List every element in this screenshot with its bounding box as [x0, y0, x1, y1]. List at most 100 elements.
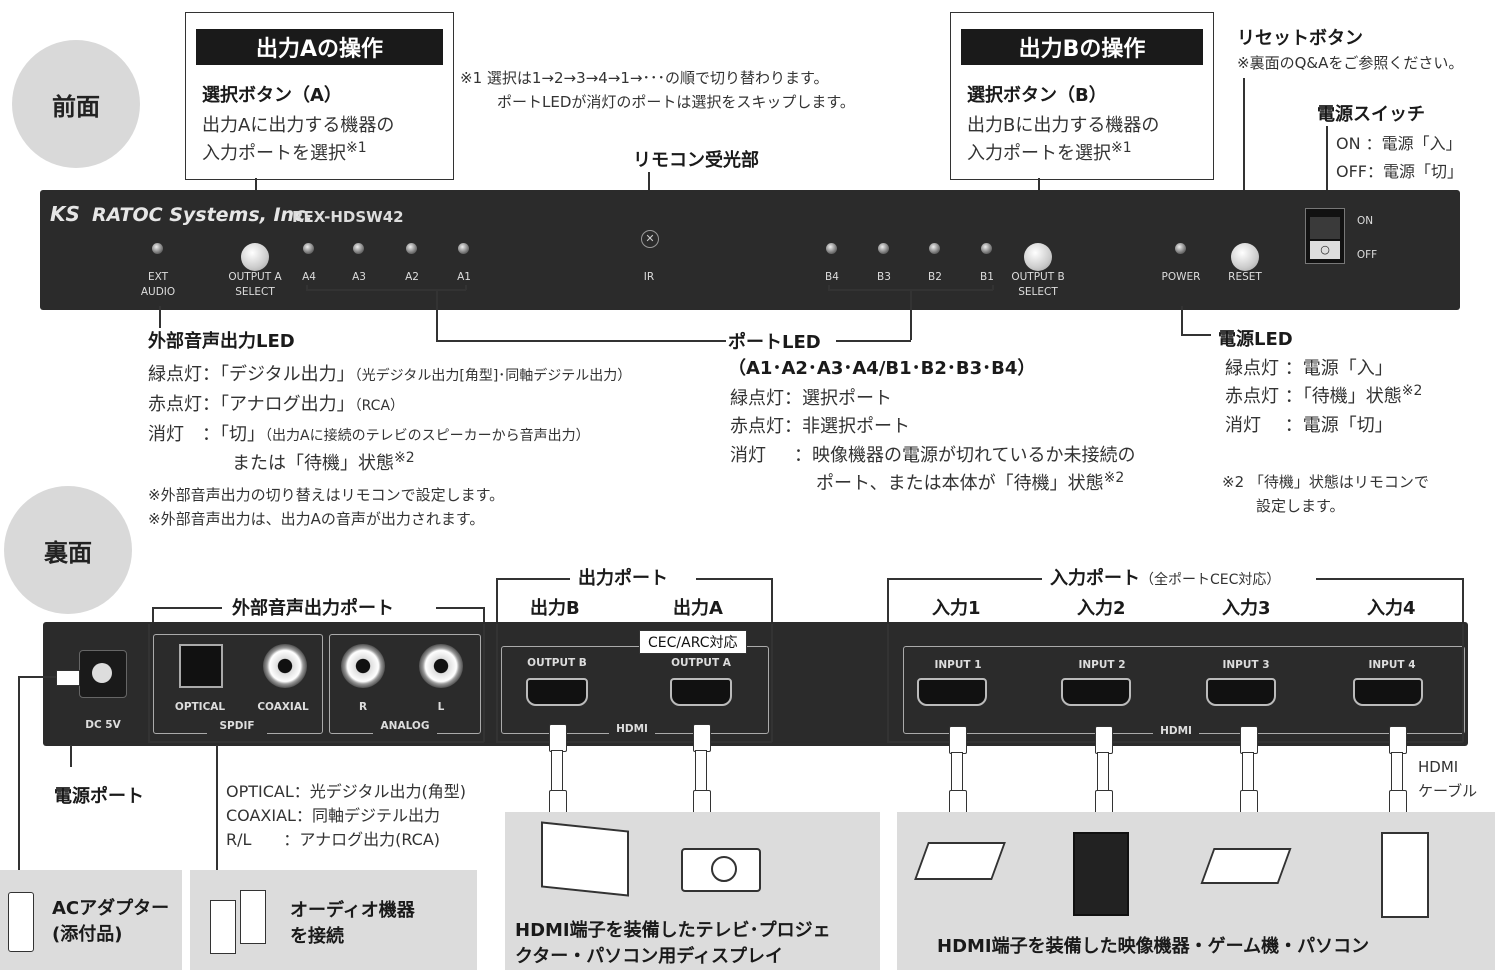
optical-label: OPTICAL	[174, 701, 226, 713]
back-section-label: 裏面	[4, 486, 132, 614]
output-a-port-label: OUTPUT A	[671, 657, 731, 669]
audio-device-sub: を接続	[290, 926, 344, 947]
output-a-callout: 出力Aの操作 選択ボタン（A） 出力Aに出力する機器の 入力ポートを選択※1	[185, 12, 454, 180]
out-port-b-label: 出力B	[530, 598, 580, 619]
optical-port[interactable]	[179, 644, 223, 688]
cec-arc-badge: CEC/ARC対応	[639, 630, 747, 654]
input-4-port-label: INPUT 4	[1368, 659, 1416, 671]
label-b1: B1	[980, 271, 994, 283]
input-1-hdmi-port[interactable]	[917, 678, 987, 706]
port-led-b3	[878, 243, 889, 254]
select-button-a-label: 選択ボタン（A）	[202, 85, 342, 106]
in-port-4-label: 入力4	[1367, 598, 1416, 619]
select-button-a[interactable]	[241, 243, 269, 271]
front-section-label: 前面	[12, 40, 140, 168]
rca-r-port[interactable]	[341, 644, 385, 688]
select-button-b[interactable]	[1024, 243, 1052, 271]
label-a4: A4	[302, 271, 316, 283]
label-a3: A3	[352, 271, 366, 283]
model-name: REX-HDSW42	[292, 208, 404, 226]
output-b-hdmi-port[interactable]	[526, 678, 588, 706]
input-hdmi-label: HDMI	[1153, 724, 1199, 739]
note-1-line-2: ポートLEDが消灯のポートは選択をスキップします。	[497, 93, 855, 111]
input-4-hdmi-port[interactable]	[1353, 678, 1423, 706]
output-a-hdmi-port[interactable]	[670, 678, 732, 706]
rca-l-port[interactable]	[419, 644, 463, 688]
reset-label: RESET	[1228, 271, 1262, 283]
port-led-a4	[303, 243, 314, 254]
note-2-line-2: 設定します。	[1256, 497, 1345, 515]
ext-led-off: 消灯：「切」（出力Aに接続のテレビのスピーカーから音声出力）	[148, 424, 590, 445]
port-led-a1	[458, 243, 469, 254]
dc-jack[interactable]	[79, 650, 127, 698]
dc-label: DC 5V	[85, 719, 121, 731]
output-b-desc-1: 出力Bに出力する機器の	[967, 115, 1160, 136]
ac-adapter-sub: (添付品)	[52, 924, 123, 945]
audio-legend-2: COAXIAL：同軸デジテル出力	[226, 806, 440, 825]
power-switch-title: 電源スイッチ	[1317, 104, 1425, 125]
cable-plug-in-2	[1095, 726, 1113, 754]
power-led	[1175, 243, 1186, 254]
port-led-off-2: ポート、または本体が「待機」状態※2	[816, 470, 1125, 494]
output-a-desc-2: 入力ポートを選択※1	[202, 140, 367, 164]
port-led-a2	[406, 243, 417, 254]
remote-sensor-label: リモコン受光部	[633, 150, 759, 171]
power-led-red: 赤点灯 ：「待機」状態※2	[1225, 383, 1423, 407]
ext-note-a: ※外部音声出力の切り替えはリモコンで設定します。	[148, 486, 505, 504]
player-icon-2	[1200, 848, 1292, 884]
power-switch[interactable]: ○	[1305, 208, 1345, 264]
ext-led-title: 外部音声出力LED	[148, 331, 295, 352]
output-b-desc-2: 入力ポートを選択※1	[967, 140, 1132, 164]
input-2-hdmi-port[interactable]	[1061, 678, 1131, 706]
label-a1: A1	[457, 271, 471, 283]
pc-tower-icon	[1381, 832, 1429, 918]
reset-button[interactable]	[1231, 243, 1259, 271]
ac-adapter-box: ACアダプター (添付品)	[0, 870, 182, 970]
in-port-3-label: 入力3	[1222, 598, 1271, 619]
hdmi-cable-label-1: HDMI	[1418, 758, 1459, 776]
select-button-b-label: 選択ボタン（B）	[967, 85, 1107, 106]
dc-plug	[56, 670, 80, 686]
note-1-line-1: ※1 選択は1→2→3→4→1→･･･の順で切り替わります。	[460, 69, 829, 87]
ir-sensor-icon: ✕	[641, 230, 659, 248]
power-led-green: 緑点灯 ：電源「入」	[1225, 358, 1393, 379]
reset-button-note: ※裏面のQ&Aをご参照ください。	[1237, 54, 1464, 72]
input-3-hdmi-port[interactable]	[1206, 678, 1276, 706]
audio-legend-3: R/L ：アナログ出力(RCA)	[226, 830, 441, 849]
r-label: R	[358, 701, 368, 713]
back-panel: DC 5V OPTICAL COAXIAL SPDIF R L ANALOG C…	[43, 622, 1468, 746]
projector-icon	[681, 848, 761, 892]
cable-plug-out-b	[549, 724, 567, 752]
power-led-off: 消灯 ：電源「切」	[1225, 415, 1393, 436]
spdif-label: SPDIF	[207, 719, 267, 734]
ac-adapter-label: ACアダプター	[52, 898, 170, 919]
power-label: POWER	[1161, 271, 1201, 283]
ext-note-b: ※外部音声出力は、出力Aの音声が出力されます。	[148, 510, 485, 528]
switch-on-label: ON	[1356, 215, 1374, 227]
ext-led-green: 緑点灯：「デジタル出力」（光デジタル出力[角型]･同軸デジテル出力）	[148, 364, 632, 385]
display-label-1: HDMI端子を装備したテレビ･プロジェ	[515, 920, 831, 941]
port-led-b1	[981, 243, 992, 254]
input-3-port-label: INPUT 3	[1222, 659, 1270, 671]
display-label-2: クター・パソコン用ディスプレイ	[515, 946, 784, 967]
ext-led-red: 赤点灯：「アナログ出力」（RCA）	[148, 394, 405, 415]
audio-legend-1: OPTICAL：光デジタル出力(角型)	[226, 782, 466, 801]
coaxial-port[interactable]	[263, 644, 307, 688]
label-b4: B4	[825, 271, 839, 283]
analog-label: ANALOG	[373, 719, 437, 734]
power-port-label: 電源ポート	[54, 786, 144, 807]
input-2-port-label: INPUT 2	[1078, 659, 1126, 671]
out-port-title: 出力ポート	[578, 568, 668, 589]
port-led-sub: （A1･A2･A3･A4/B1･B2･B3･B4）	[728, 358, 1036, 379]
port-led-b4	[826, 243, 837, 254]
cable-plug-in-1	[949, 726, 967, 754]
port-led-a3	[353, 243, 364, 254]
ac-adapter-icon	[8, 892, 34, 952]
brand-name: RATOC Systems, Inc.	[92, 204, 313, 226]
game-console-icon	[1073, 832, 1129, 916]
switch-off-label: OFF	[1356, 249, 1378, 261]
port-led-b2	[929, 243, 940, 254]
display-box: HDMI端子を装備したテレビ･プロジェ クター・パソコン用ディスプレイ	[505, 812, 880, 970]
output-b-port-label: OUTPUT B	[527, 657, 587, 669]
